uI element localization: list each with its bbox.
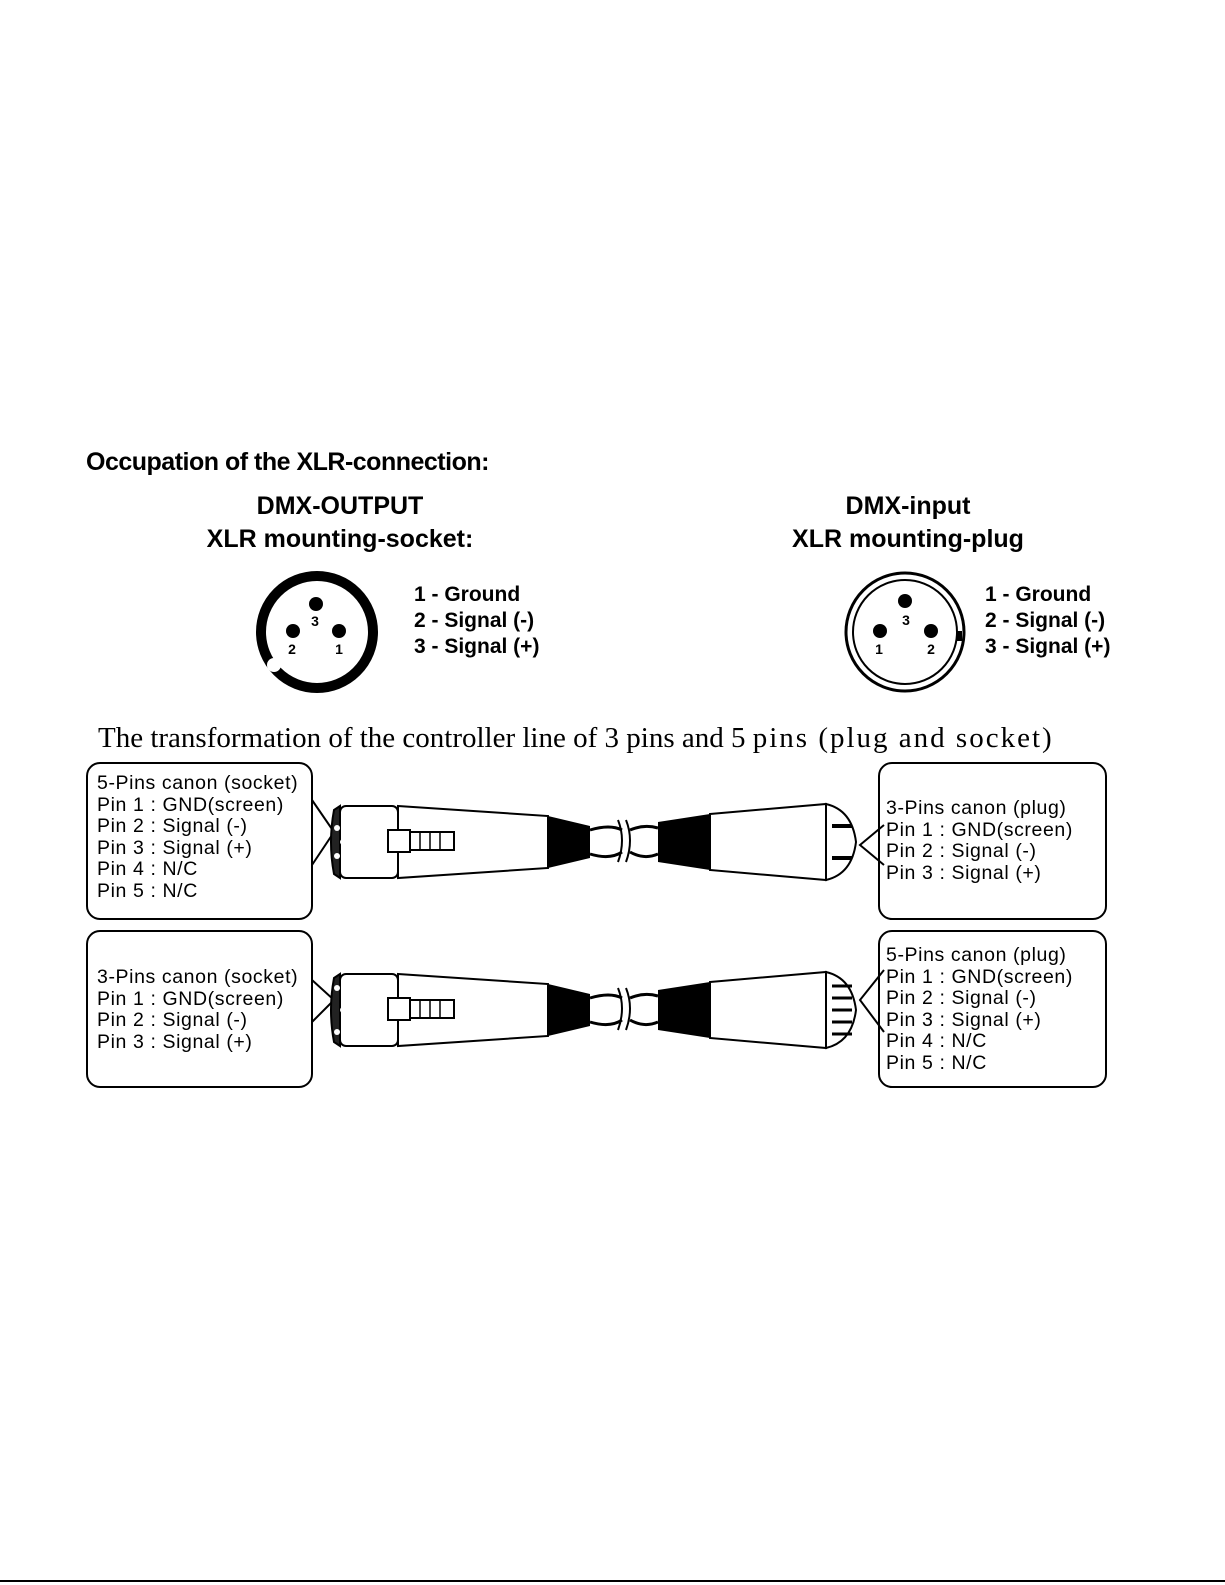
cable1-right-line-4: Pin 3 : Signal (+) [886,861,1042,884]
xlr-plug-front-diagram: 3 1 2 [844,571,966,693]
cable2-right-pointer [858,969,885,1033]
section-title: Occupation of the XLR-connection: [86,448,489,476]
cable1-right-line-2: Pin 1 : GND(screen) [886,818,1073,841]
cable2-right-line-2: Pin 1 : GND(screen) [886,965,1073,988]
cable2-plug-connector [658,970,858,1050]
cable2-drawing [311,969,885,1050]
cable2-right-line-5: Pin 4 : N/C [886,1030,987,1052]
cable2-right-line-1: 5-Pins canon (plug) [886,944,1067,966]
cable2-socket-connector [330,972,590,1048]
cable2-left-line-2: Pin 1 : GND(screen) [97,987,284,1010]
cable1-right-callout: 3-Pins canon (plug) Pin 1 : GND(screen) … [878,762,1107,920]
cable2-right-line-6: Pin 5 : N/C [886,1051,987,1074]
cable2-left-text: 3-Pins canon (socket) Pin 1 : GND(screen… [97,966,299,1053]
input-heading-line2: XLR mounting-plug [792,525,1024,553]
cable1-drawing [311,799,885,882]
input-pin-3: 3 - Signal (+) [985,635,1111,658]
cable2-left-callout: 3-Pins canon (socket) Pin 1 : GND(screen… [86,930,313,1088]
cable2-right-line-4: Pin 3 : Signal (+) [886,1008,1042,1031]
cable1-left-line-3: Pin 2 : Signal (-) [97,815,248,837]
socket-pin-2 [286,624,300,638]
plug-pin-label-1: 1 [875,641,883,657]
socket-pin-3 [309,597,323,611]
cable2-wire [589,987,659,1031]
output-heading-line2: XLR mounting-socket: [206,525,474,553]
plug-pin-1 [873,624,887,638]
cable2-left-line-1: 3-Pins canon (socket) [97,966,299,988]
caption-part1: The transformation of the controller lin… [98,722,753,754]
input-pin-2: 2 - Signal (-) [985,609,1106,632]
cable2-right-callout: 5-Pins canon (plug) Pin 1 : GND(screen) … [878,930,1107,1088]
input-pin-list: 1 - Ground 2 - Signal (-) 3 - Signal (+) [985,582,1110,660]
caption-part2: pins (plug and socket) [752,722,1054,754]
socket-pin-label-1: 1 [335,641,343,657]
cable2-right-text: 5-Pins canon (plug) Pin 1 : GND(screen) … [886,944,1073,1074]
cable1-right-line-3: Pin 2 : Signal (-) [886,840,1037,862]
cable1-left-line-6: Pin 5 : N/C [97,879,198,902]
cable1-right-text: 3-Pins canon (plug) Pin 1 : GND(screen) … [886,797,1073,884]
output-pin-2: 2 - Signal (-) [414,609,535,632]
socket-ring [256,571,378,693]
cable1-left-line-5: Pin 4 : N/C [97,858,198,880]
cable1-socket-connector [330,804,590,880]
socket-pin-label-3: 3 [311,613,319,629]
input-pin-1: 1 - Ground [985,583,1092,606]
plug-key [956,631,962,641]
cable1-left-text: 5-Pins canon (socket) Pin 1 : GND(screen… [97,772,299,902]
plug-outer-ring [844,571,966,693]
cable1-wire [589,819,659,863]
input-heading-line1: DMX-input [845,492,971,520]
cable2-left-line-4: Pin 3 : Signal (+) [97,1030,253,1053]
cable1-right-pointer [858,824,885,866]
cable2-left-line-3: Pin 2 : Signal (-) [97,1009,248,1031]
socket-pin-1 [332,624,346,638]
cable1-left-line-1: 5-Pins canon (socket) [97,772,299,794]
cable1-left-callout: 5-Pins canon (socket) Pin 1 : GND(screen… [86,762,313,920]
plug-pin-label-3: 3 [902,612,910,628]
page-bottom-rule [0,1580,1225,1582]
socket-notch [267,658,281,672]
transformation-caption: The transformation of the controller lin… [98,722,1054,755]
plug-pin-label-2: 2 [927,641,935,657]
cable1-left-line-4: Pin 3 : Signal (+) [97,836,253,859]
output-heading-line1: DMX-OUTPUT [256,492,424,520]
plug-pin-3 [898,594,912,608]
cable1-right-line-1: 3-Pins canon (plug) [886,797,1067,819]
input-connector-heading: DMX-input XLR mounting-plug [758,490,1058,556]
output-pin-1: 1 - Ground [414,583,521,606]
socket-pin-label-2: 2 [288,641,296,657]
output-pin-list: 1 - Ground 2 - Signal (-) 3 - Signal (+) [414,582,539,660]
xlr-socket-front-diagram: 3 2 1 [256,571,378,693]
output-connector-heading: DMX-OUTPUT XLR mounting-socket: [190,490,490,556]
output-pin-3: 3 - Signal (+) [414,635,540,658]
cable2-right-line-3: Pin 2 : Signal (-) [886,987,1037,1009]
plug-pin-2 [924,624,938,638]
cable1-left-line-2: Pin 1 : GND(screen) [97,793,284,816]
cable1-plug-connector [658,802,858,882]
